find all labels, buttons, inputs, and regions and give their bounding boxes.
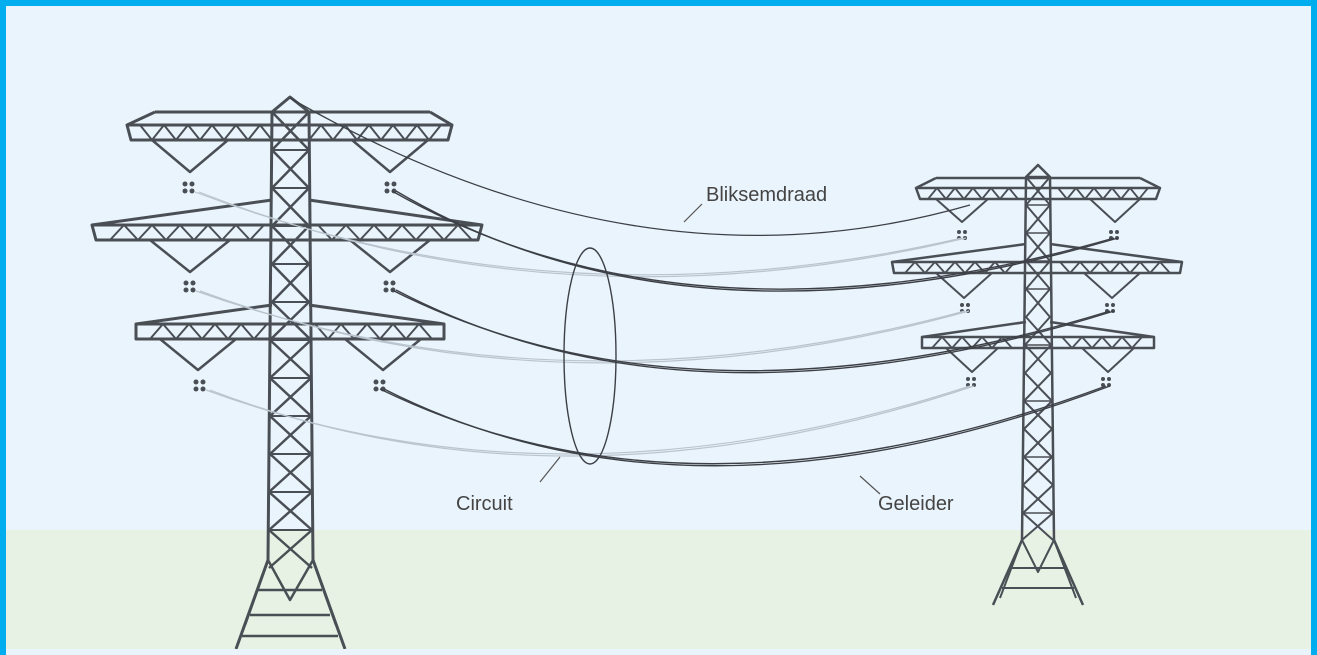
ground-wire — [289, 97, 971, 236]
ground-wire-label: Bliksemdraad — [706, 184, 827, 206]
back-conductors — [194, 191, 975, 457]
left-insulators — [182, 181, 397, 392]
circuit-label: Circuit — [456, 493, 513, 515]
circuit-ellipse — [563, 247, 617, 465]
power-line-diagram: Bliksemdraad Circuit Geleider — [6, 95, 1311, 649]
front-conductors — [379, 190, 1119, 467]
right-pylon — [890, 163, 1184, 606]
left-pylon — [90, 95, 484, 649]
conductor-label: Geleider — [878, 493, 954, 515]
ground-area — [6, 530, 1311, 649]
leader-lines — [539, 203, 881, 495]
right-insulators — [957, 230, 1119, 387]
